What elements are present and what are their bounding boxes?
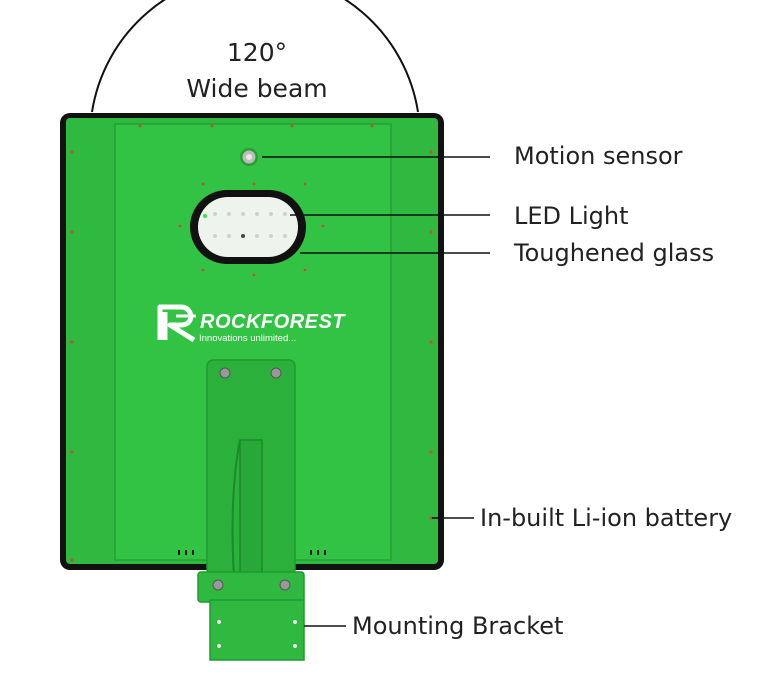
bracket-base [209, 599, 305, 661]
bolt [212, 579, 224, 591]
brand-tagline: Innovations unlimited... [199, 333, 297, 344]
bolt [279, 579, 291, 591]
mount-hole [217, 644, 221, 648]
frame-screws [70, 124, 433, 562]
led-window [190, 190, 306, 264]
beam-text-label: Wide beam [186, 74, 328, 103]
bolt [219, 367, 231, 379]
rockforest-logo-icon [157, 304, 196, 343]
mount-hole [293, 620, 297, 624]
mount-hole [217, 620, 221, 624]
label-toughened-glass: Toughened glass [514, 239, 715, 267]
brand-name: ROCKFOREST [200, 311, 345, 333]
vent-slots [178, 550, 326, 555]
label-motion-sensor: Motion sensor [514, 142, 683, 170]
beam-arc [91, 0, 419, 113]
motion-sensor [240, 148, 258, 166]
mount-hole [293, 644, 297, 648]
beam-angle-label: 120° [226, 38, 288, 67]
label-led-light: LED Light [514, 202, 629, 230]
bolt [270, 367, 282, 379]
label-battery: In-built Li-ion battery [480, 504, 733, 532]
label-mounting-bracket: Mounting Bracket [352, 612, 564, 640]
